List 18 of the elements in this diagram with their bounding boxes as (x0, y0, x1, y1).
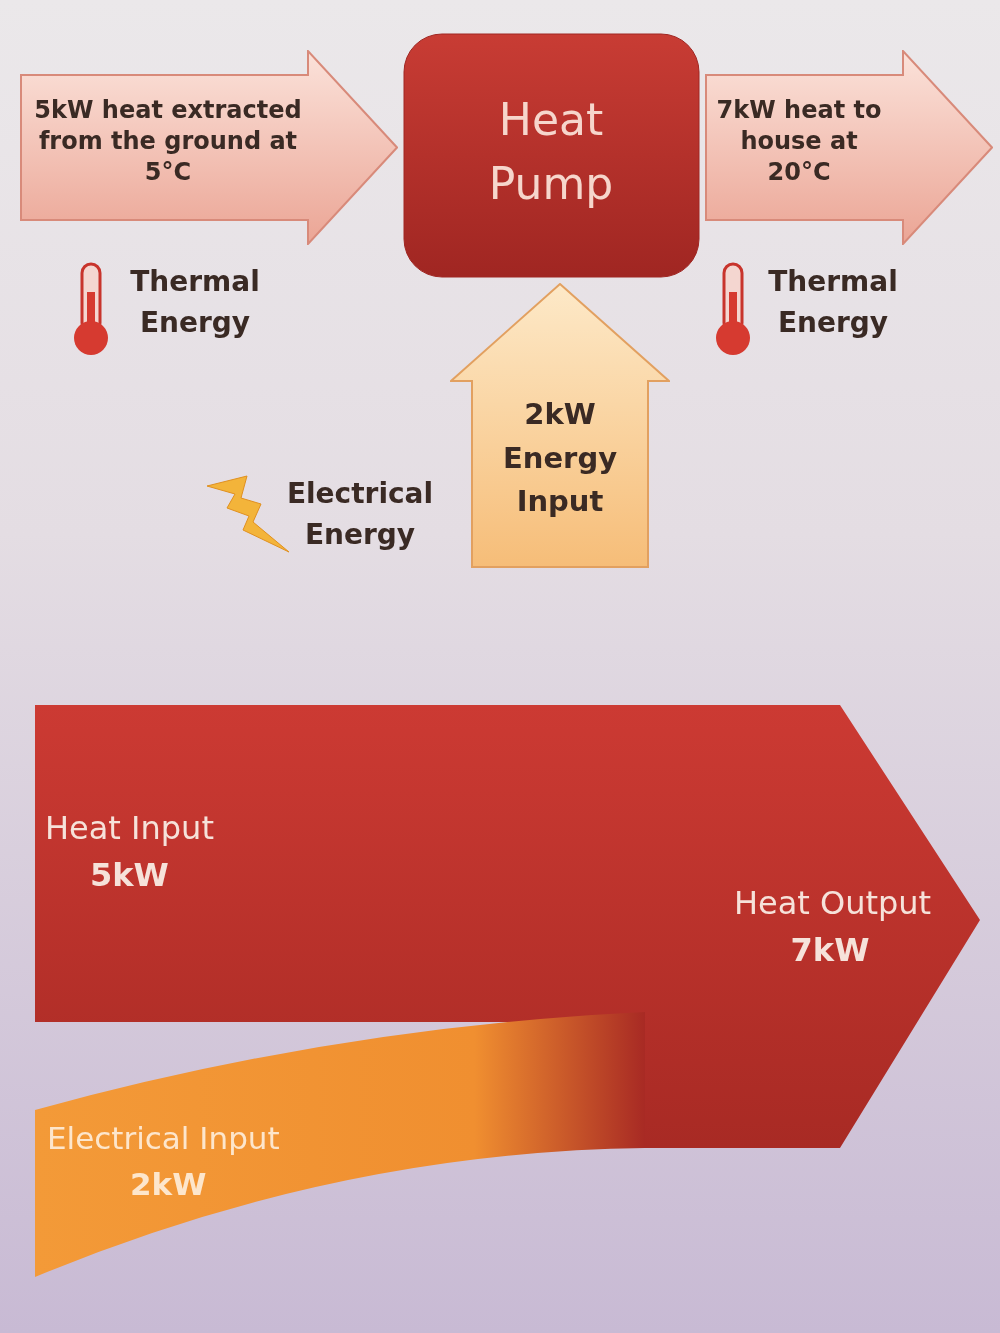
heat-pump-box (403, 33, 700, 278)
energy-label: Thermal Energy (129, 264, 261, 341)
flow-label: 7kW heat to house at 20°C (715, 95, 883, 189)
energy-label: Electrical Energy (285, 476, 435, 553)
energy-input-arrow (450, 283, 670, 568)
flow-label: 2kW Energy Input (501, 396, 619, 520)
output-arrow (705, 50, 993, 245)
flow-label: 2kW (130, 1165, 208, 1204)
input-arrow (20, 50, 398, 245)
flow-label: 5kW (90, 855, 170, 896)
energy-label: Thermal Energy (767, 264, 899, 341)
electrical-flow-band (35, 1012, 645, 1277)
flow-label: 5kW heat extracted from the ground at 5°C (33, 95, 303, 189)
flow-label: 7kW (789, 930, 871, 971)
flow-label: Heat Pump (487, 93, 615, 211)
flow-label: Heat Output (732, 883, 933, 924)
flow-label: Electrical Input (47, 1119, 281, 1158)
flow-label: Heat Input (45, 808, 215, 849)
